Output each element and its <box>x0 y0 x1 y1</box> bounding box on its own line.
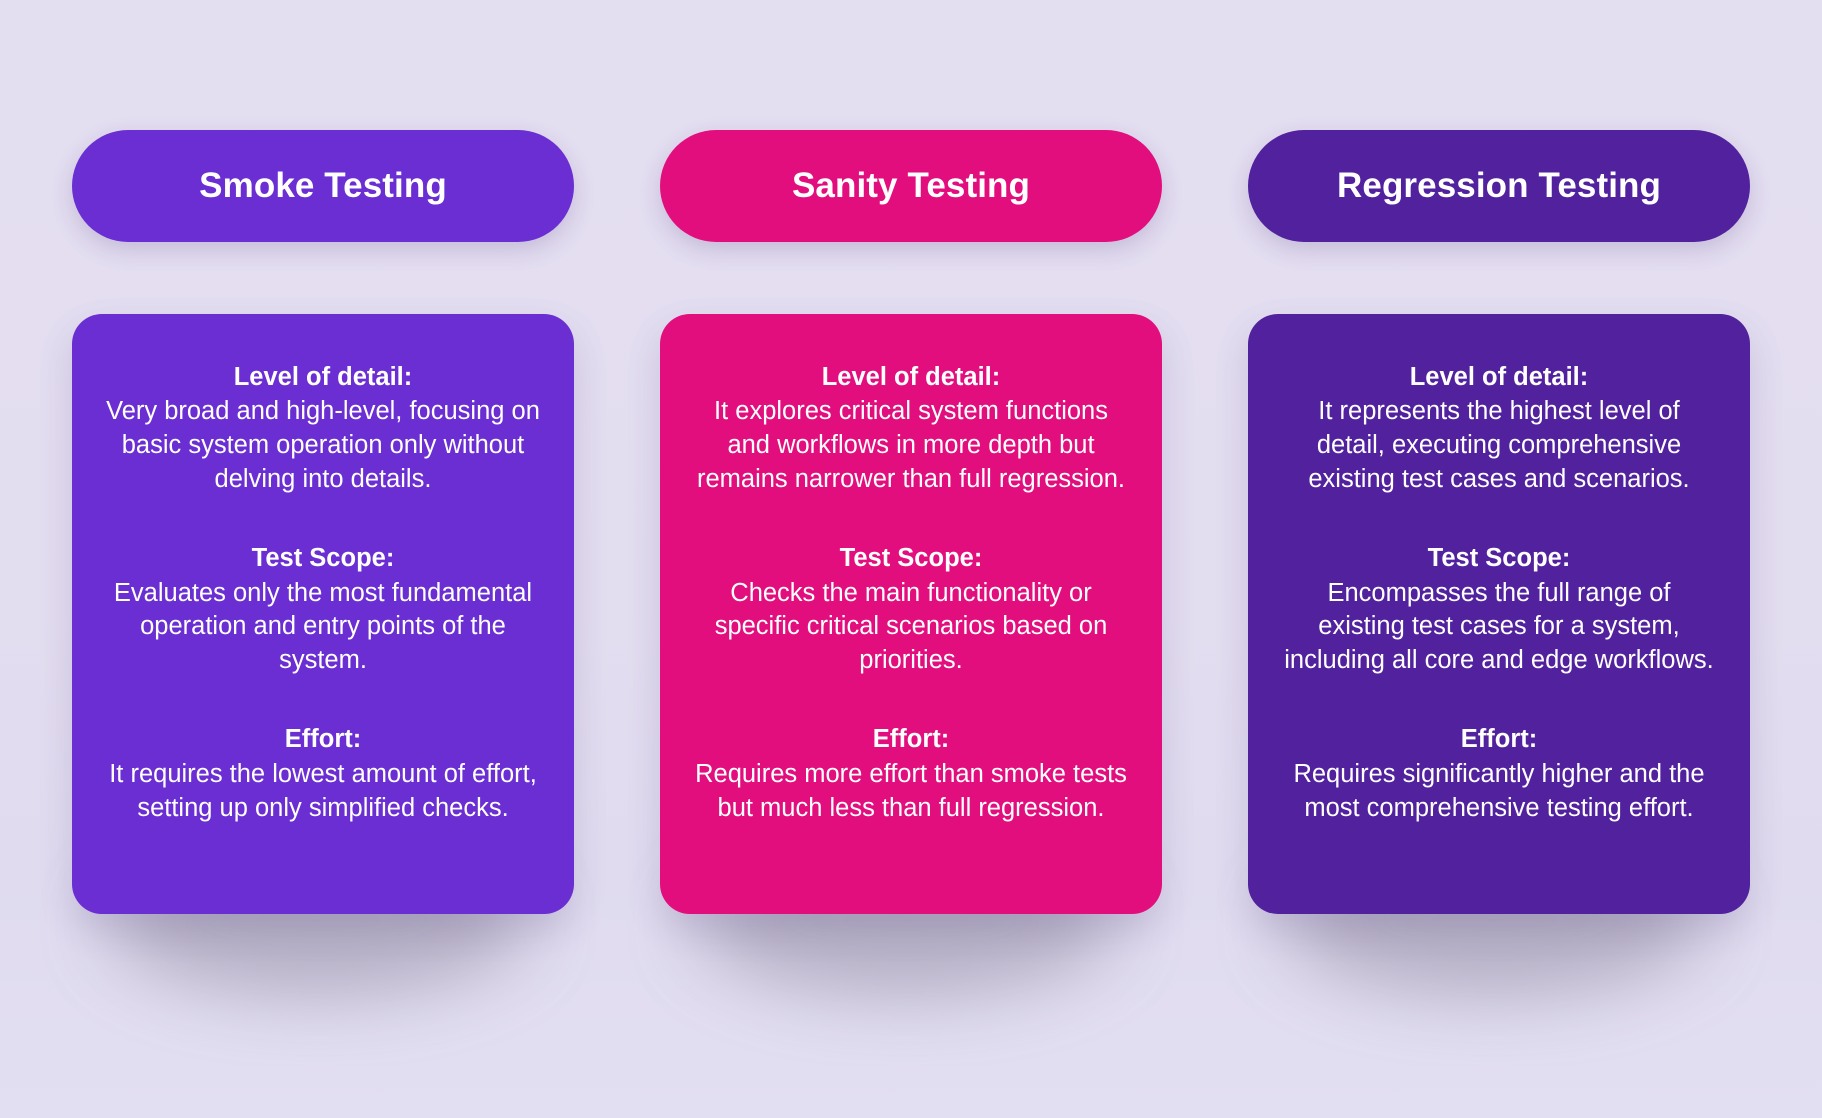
body-card-smoke-testing: Level of detail: Very broad and high-lev… <box>72 314 574 914</box>
section-test-scope: Test Scope: Checks the main functionalit… <box>694 541 1128 678</box>
section-label: Test Scope: <box>1427 544 1571 573</box>
section-effort: Effort: Requires more effort than smoke … <box>694 722 1128 825</box>
section-test-scope: Test Scope: Evaluates only the most fund… <box>106 541 540 678</box>
header-title-sanity-testing: Sanity Testing <box>791 165 1030 205</box>
column-sanity-testing: Sanity Testing Level of detail: It explo… <box>660 130 1162 914</box>
header-pill-regression-testing[interactable]: Regression Testing <box>1248 130 1750 242</box>
section-label: Effort: <box>1460 725 1538 754</box>
header-title-regression-testing: Regression Testing <box>1337 165 1661 205</box>
column-smoke-testing: Smoke Testing Level of detail: Very broa… <box>72 130 574 914</box>
header-title-smoke-testing: Smoke Testing <box>199 165 447 205</box>
section-effort: Effort: Requires significantly higher an… <box>1282 722 1716 825</box>
section-label: Effort: <box>284 725 362 754</box>
header-pill-smoke-testing[interactable]: Smoke Testing <box>72 130 574 242</box>
section-text: It represents the highest level of detai… <box>1308 397 1690 494</box>
section-level-of-detail: Level of detail: Very broad and high-lev… <box>106 360 540 497</box>
section-text: Requires significantly higher and the mo… <box>1293 759 1705 822</box>
section-text: Checks the main functionality or specifi… <box>714 578 1108 675</box>
header-pill-sanity-testing[interactable]: Sanity Testing <box>660 130 1162 242</box>
body-card-regression-testing: Level of detail: It represents the highe… <box>1248 314 1750 914</box>
section-label: Test Scope: <box>251 544 395 573</box>
section-effort: Effort: It requires the lowest amount of… <box>106 722 540 825</box>
section-label: Effort: <box>872 725 950 754</box>
section-text: Very broad and high-level, focusing on b… <box>106 397 540 494</box>
section-text: It explores critical system functions an… <box>696 397 1126 494</box>
section-label: Level of detail: <box>821 363 1001 391</box>
section-label: Level of detail: <box>1409 363 1589 391</box>
section-level-of-detail: Level of detail: It explores critical sy… <box>694 360 1128 497</box>
section-text: Evaluates only the most fundamental oper… <box>113 578 533 675</box>
section-label: Test Scope: <box>839 544 983 573</box>
section-label: Level of detail: <box>233 363 413 391</box>
section-text: It requires the lowest amount of effort,… <box>109 759 537 822</box>
body-card-sanity-testing: Level of detail: It explores critical sy… <box>660 314 1162 914</box>
section-test-scope: Test Scope: Encompasses the full range o… <box>1282 541 1716 678</box>
section-level-of-detail: Level of detail: It represents the highe… <box>1282 360 1716 497</box>
section-text: Requires more effort than smoke tests bu… <box>695 759 1127 822</box>
section-text: Encompasses the full range of existing t… <box>1284 578 1714 675</box>
column-regression-testing: Regression Testing Level of detail: It r… <box>1248 130 1750 914</box>
